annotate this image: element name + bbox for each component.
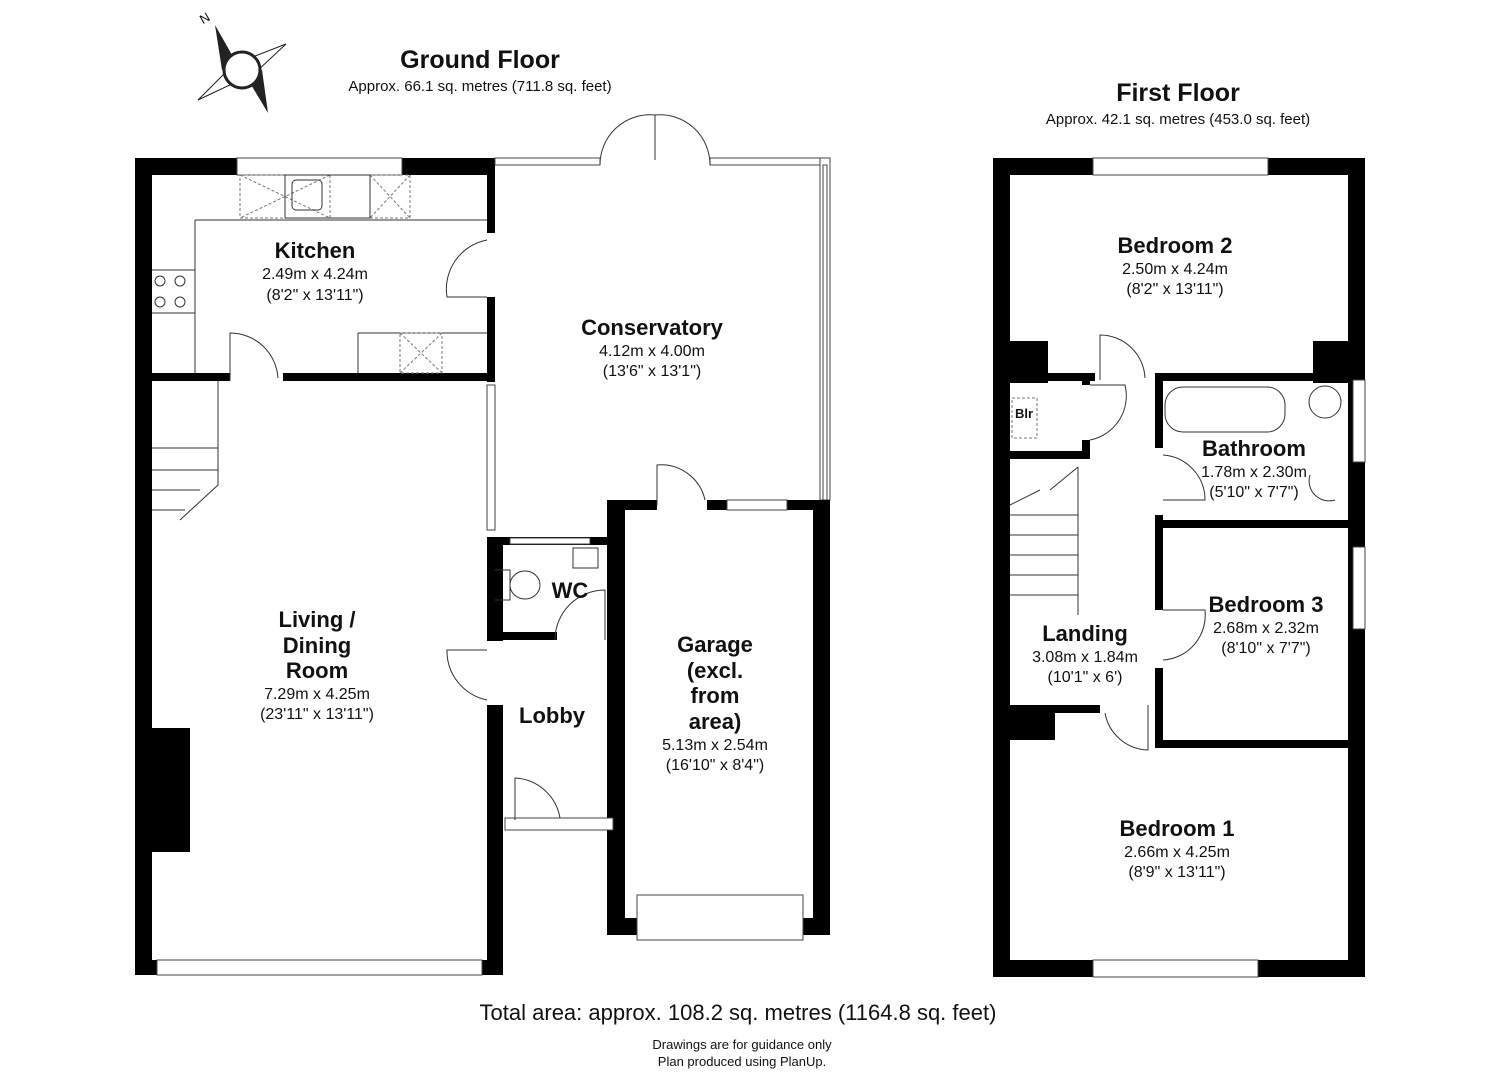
room-metric: 2.66m x 4.25m — [1124, 844, 1230, 861]
room-imperial: (16'10" x 8'4") — [666, 757, 764, 774]
room-metric: 3.08m x 1.84m — [1032, 649, 1138, 666]
room-name: Bedroom 3 — [1209, 592, 1324, 617]
room-name: Dining — [283, 633, 351, 658]
room-bathroom: Bathroom 1.78m x 2.30m (5'10" x 7'7") — [1201, 436, 1307, 501]
room-living-dining: Living / Dining Room 7.29m x 4.25m (23'1… — [260, 607, 374, 723]
first-floor-title: First Floor — [1116, 79, 1240, 107]
room-name: (excl. — [687, 658, 743, 683]
room-name: Bedroom 2 — [1118, 233, 1233, 258]
room-name: Room — [286, 658, 348, 683]
compass-north-label: N — [197, 9, 213, 27]
total-area: Total area: approx. 108.2 sq. metres (11… — [480, 1000, 997, 1025]
room-lobby: Lobby — [519, 703, 586, 728]
room-imperial: (5'10" x 7'7") — [1209, 484, 1299, 501]
room-metric: 5.13m x 2.54m — [662, 737, 768, 754]
room-name: Conservatory — [581, 315, 724, 340]
produced-by-note: Plan produced using PlanUp. — [658, 1054, 826, 1069]
room-kitchen: Kitchen 2.49m x 4.24m (8'2" x 13'11") — [262, 238, 368, 304]
room-name: Garage — [677, 632, 753, 657]
room-imperial: (8'10" x 7'7") — [1221, 640, 1311, 657]
room-bedroom-2: Bedroom 2 2.50m x 4.24m (8'2" x 13'11") — [1118, 233, 1233, 298]
room-metric: 2.50m x 4.24m — [1122, 261, 1228, 278]
room-imperial: (23'11" x 13'11") — [260, 706, 374, 723]
room-name: area) — [689, 709, 742, 734]
guidance-note: Drawings are for guidance only — [652, 1037, 832, 1052]
room-bedroom-3: Bedroom 3 2.68m x 2.32m (8'10" x 7'7") — [1209, 592, 1324, 657]
ground-floor-area: Approx. 66.1 sq. metres (711.8 sq. feet) — [348, 78, 611, 95]
first-floor-walls: Blr — [993, 157, 1366, 978]
room-imperial: (8'9" x 13'11") — [1128, 864, 1225, 881]
room-wc: WC — [552, 578, 589, 603]
room-metric: 4.12m x 4.00m — [599, 343, 705, 360]
first-floor-area: Approx. 42.1 sq. metres (453.0 sq. feet) — [1046, 111, 1310, 128]
room-name: Bedroom 1 — [1120, 816, 1235, 841]
room-name: Landing — [1042, 621, 1128, 646]
room-metric: 2.68m x 2.32m — [1213, 620, 1319, 637]
room-metric: 7.29m x 4.25m — [264, 686, 370, 703]
room-imperial: (8'2" x 13'11") — [266, 287, 363, 304]
room-garage: Garage (excl. from area) 5.13m x 2.54m (… — [662, 632, 768, 774]
room-name: from — [691, 683, 740, 708]
room-name: WC — [552, 578, 589, 603]
ground-floor-title: Ground Floor — [400, 46, 560, 74]
room-metric: 1.78m x 2.30m — [1201, 464, 1307, 481]
room-imperial: (13'6" x 13'1") — [603, 363, 701, 380]
room-bedroom-1: Bedroom 1 2.66m x 4.25m (8'9" x 13'11") — [1120, 816, 1235, 881]
ground-floor-walls — [135, 114, 831, 976]
room-name: Lobby — [519, 703, 586, 728]
room-name: Kitchen — [275, 238, 356, 263]
room-conservatory: Conservatory 4.12m x 4.00m (13'6" x 13'1… — [581, 315, 724, 380]
compass-icon: N — [197, 9, 287, 113]
room-landing: Landing 3.08m x 1.84m (10'1" x 6') — [1032, 621, 1138, 686]
room-name: Living / — [279, 607, 356, 632]
room-name: Bathroom — [1202, 436, 1306, 461]
room-imperial: (8'2" x 13'11") — [1126, 281, 1223, 298]
boiler-label: Blr — [1015, 406, 1033, 421]
room-imperial: (10'1" x 6') — [1048, 669, 1123, 686]
room-metric: 2.49m x 4.24m — [262, 266, 368, 283]
